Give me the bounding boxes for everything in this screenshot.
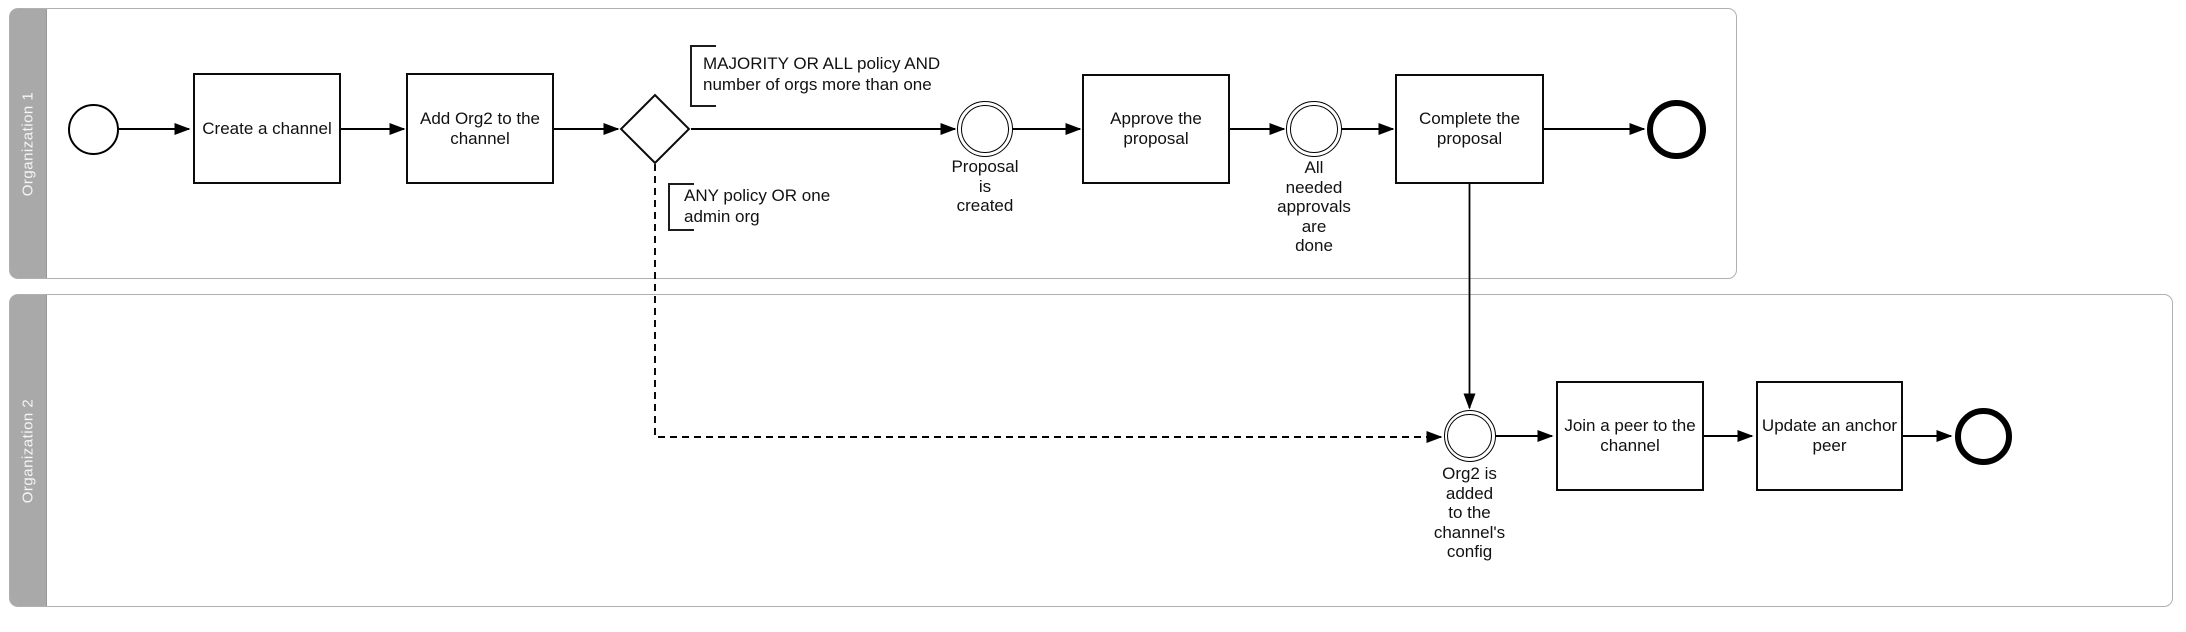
task-join-peer: Join a peer to the channel: [1556, 381, 1704, 491]
proposal-created-event-circle: [957, 101, 1013, 157]
approvals-done-event-label: All needed approvals are done: [1277, 158, 1351, 255]
proposal-created-event-label: Proposal is created: [951, 157, 1019, 215]
task-complete-proposal: Complete the proposal: [1395, 74, 1544, 184]
approvals-done-event-circle: [1286, 101, 1342, 157]
task-update-anchor-peer: Update an anchor peer: [1756, 381, 1903, 491]
start-event-circle: [68, 103, 119, 155]
end-event-org1-circle: [1646, 99, 1706, 159]
task-add-org2: Add Org2 to the channel: [406, 73, 554, 184]
approvals-done-inner-ring: [1289, 104, 1339, 154]
proposal-created-inner-ring: [960, 104, 1010, 154]
task-approve-proposal: Approve the proposal: [1082, 74, 1230, 184]
flow-gateway-to-org2-added-dashed: [654, 164, 1443, 443]
org2-added-event-label: Org2 is added to the channel's config: [1433, 464, 1506, 561]
annotation-majority-text: MAJORITY OR ALL policy AND number of org…: [703, 54, 941, 94]
lane-organization-2-header: Organization 2: [10, 295, 47, 606]
annotation-any-policy-text: ANY policy OR one admin org: [684, 186, 831, 226]
annotation-any-policy-bracket: [668, 183, 694, 231]
org2-added-inner-ring: [1447, 413, 1492, 459]
org2-added-event-circle: [1443, 410, 1496, 462]
annotation-majority-bracket: [690, 45, 716, 107]
lane-organization-1-header: Organization 1: [10, 9, 47, 278]
task-create-channel: Create a channel: [193, 73, 341, 184]
end-event-org2-circle: [1955, 408, 2012, 465]
